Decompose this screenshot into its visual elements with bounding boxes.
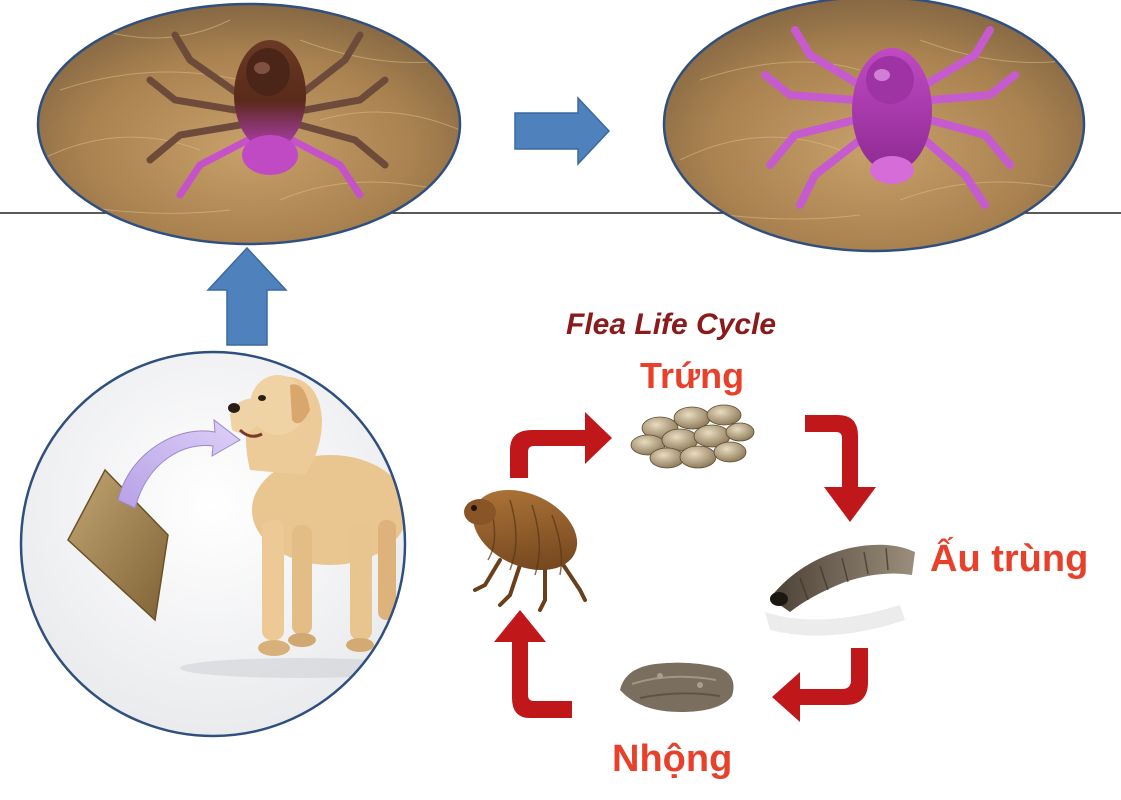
stage-label-pupa: Nhộng [612, 738, 733, 780]
cycle-arrow-flea-to-eggs [510, 412, 612, 478]
cycle-arrow-larva-to-pupa [772, 648, 868, 722]
treatment-arrow-icon [117, 418, 241, 509]
tick-brown-pink-icon [146, 31, 389, 199]
pupa-icon [620, 662, 734, 712]
up-arrow [206, 246, 288, 346]
stage-label-egg: Trứng [640, 355, 745, 396]
collar-icon [67, 468, 169, 622]
dog-treatment-circle [19, 350, 407, 738]
tick-ellipse-before [36, 2, 462, 246]
tick-pink-icon [761, 26, 1019, 209]
tick-ellipse-after [662, 0, 1086, 253]
larva-icon [765, 544, 915, 636]
grass-texture [679, 39, 1071, 220]
right-arrow [514, 96, 611, 166]
diagram-title: Flea Life Cycle [566, 308, 777, 341]
life-cycle-arrows [494, 412, 876, 722]
dog-icon [228, 375, 405, 656]
flea-icon [464, 489, 587, 612]
cycle-arrow-pupa-to-flea [494, 610, 572, 718]
cycle-arrow-eggs-to-larva [805, 415, 876, 522]
stage-label-larva: Ấu trùng [930, 538, 1089, 580]
eggs-icon [630, 404, 755, 469]
